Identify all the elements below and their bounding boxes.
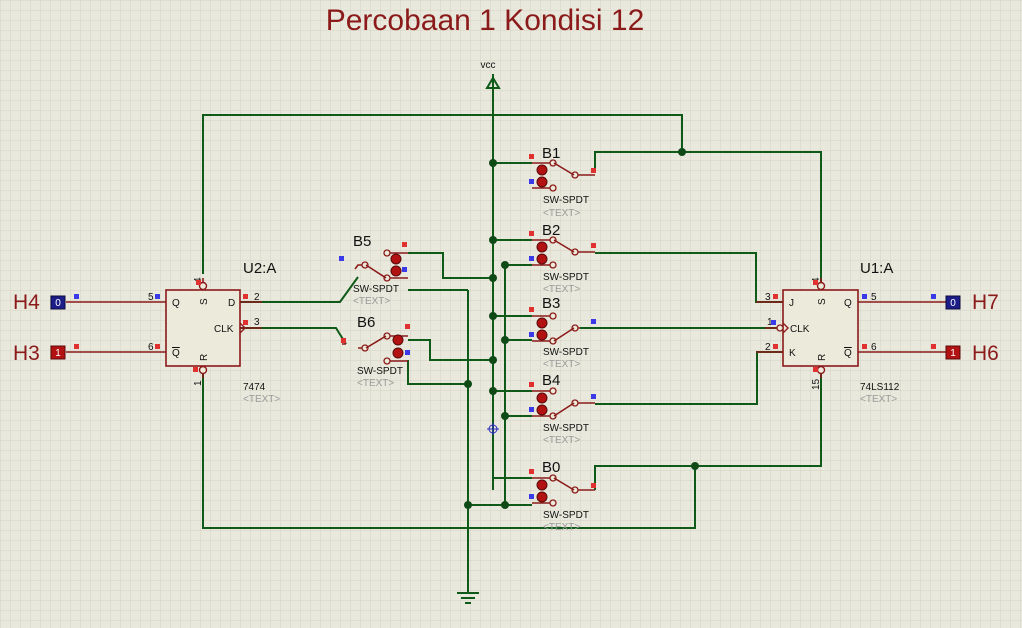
u1-name: U1:A <box>860 260 893 277</box>
switch-b2-ref: B2 <box>542 222 560 239</box>
u1-type: 74LS112 <box>860 382 900 393</box>
u1-pin-num-6: 6 <box>871 342 877 353</box>
switch-b6[interactable]: B6 SW-SPDT <TEXT> <box>341 314 410 389</box>
u1-pin-k: K <box>789 348 796 359</box>
probe-h4[interactable]: H4 0 <box>13 291 79 314</box>
probe-h3[interactable]: H3 1 <box>13 342 66 365</box>
switch-b3-text: <TEXT> <box>543 359 580 370</box>
u1-pin-num-3: 3 <box>765 292 771 303</box>
switch-b5[interactable]: B5 SW-SPDT <TEXT> <box>339 233 408 307</box>
u1-text: <TEXT> <box>860 394 897 405</box>
u1-pin-num-15: 15 <box>811 378 822 390</box>
switch-b4-ref: B4 <box>542 372 560 389</box>
u2-pin-num-2: 2 <box>254 292 260 303</box>
switch-b3[interactable]: B3 SW-SPDT <TEXT> <box>529 295 596 370</box>
chip-u2[interactable]: Q Q D CLK S R 5 6 2 3 4 1 U2:A 7474 <TEX… <box>66 260 280 405</box>
u2-pin-clk: CLK <box>214 324 234 335</box>
vcc-terminal[interactable]: vcc <box>481 60 501 89</box>
switch-b4-type: SW-SPDT <box>543 423 589 434</box>
u2-pin-d: D <box>228 298 235 309</box>
page-title: Percobaan 1 Kondisi 12 <box>326 4 645 37</box>
u2-pin-q: Q <box>172 298 180 309</box>
switch-b5-ref: B5 <box>353 233 371 250</box>
junctions <box>464 148 699 509</box>
u1-pin-clk: CLK <box>790 324 810 335</box>
switch-b5-type: SW-SPDT <box>353 284 399 295</box>
u1-pin-num-1: 1 <box>767 317 773 328</box>
probe-h3-label: H3 <box>13 342 40 365</box>
switch-b0-text: <TEXT> <box>543 522 580 533</box>
switch-b5-text: <TEXT> <box>353 296 390 307</box>
probe-h7-value: 0 <box>950 298 956 309</box>
u2-name: U2:A <box>243 260 276 277</box>
u2-text: <TEXT> <box>243 394 280 405</box>
probe-h7[interactable]: 0 H7 <box>945 291 999 314</box>
u1-pin-r: R <box>817 354 828 361</box>
u1-pin-q: Q <box>844 298 852 309</box>
switch-b4[interactable]: B4 SW-SPDT <TEXT> <box>529 372 596 446</box>
u2-pin-s: S <box>199 298 210 305</box>
switch-b1-type: SW-SPDT <box>543 195 589 206</box>
u2-pin-qbar: Q <box>172 348 180 359</box>
switch-b1[interactable]: B1 SW-SPDT <TEXT> <box>529 145 596 219</box>
probe-h4-label: H4 <box>13 291 40 314</box>
probe-h7-label: H7 <box>972 291 999 314</box>
u1-pin-qbar: Q <box>844 348 852 359</box>
switch-b3-ref: B3 <box>542 295 560 312</box>
u1-pin-num-2: 2 <box>765 342 771 353</box>
u1-pin-j: J <box>789 298 794 309</box>
switch-b6-text: <TEXT> <box>357 378 394 389</box>
crosshair-marker <box>487 423 499 435</box>
probe-h6[interactable]: 1 H6 <box>945 342 999 365</box>
probe-h3-value: 1 <box>55 348 61 359</box>
probe-h4-value: 0 <box>55 298 61 309</box>
switch-b2-text: <TEXT> <box>543 284 580 295</box>
u2-pin-num-5: 5 <box>148 292 154 303</box>
u1-pin-num-5: 5 <box>871 292 877 303</box>
switch-b6-type: SW-SPDT <box>357 366 403 377</box>
switch-b0-type: SW-SPDT <box>543 510 589 521</box>
u2-pin-r: R <box>199 354 210 361</box>
ground-terminal[interactable] <box>457 592 479 604</box>
u2-type: 7474 <box>243 382 266 393</box>
switch-b0-ref: B0 <box>542 459 560 476</box>
switch-b0[interactable]: B0 SW-SPDT <TEXT> <box>529 459 596 533</box>
switch-b6-ref: B6 <box>357 314 375 331</box>
wires <box>202 88 822 592</box>
switch-b2[interactable]: B2 SW-SPDT <TEXT> <box>529 222 596 295</box>
switch-b4-text: <TEXT> <box>543 435 580 446</box>
switch-b1-text: <TEXT> <box>543 208 580 219</box>
probe-h6-label: H6 <box>972 342 999 365</box>
u2-pin-num-1: 1 <box>193 380 204 386</box>
switch-b3-type: SW-SPDT <box>543 347 589 358</box>
switch-b2-type: SW-SPDT <box>543 272 589 283</box>
switch-b1-ref: B1 <box>542 145 560 162</box>
u2-pin-num-3: 3 <box>254 317 260 328</box>
vcc-label: vcc <box>481 60 496 71</box>
u1-pin-s: S <box>817 298 828 305</box>
u2-pin-num-6: 6 <box>148 342 154 353</box>
probe-h6-value: 1 <box>950 348 956 359</box>
chip-u1[interactable]: J CLK K Q Q S R 3 1 2 5 6 4 15 U1:A 74LS… <box>756 260 946 405</box>
